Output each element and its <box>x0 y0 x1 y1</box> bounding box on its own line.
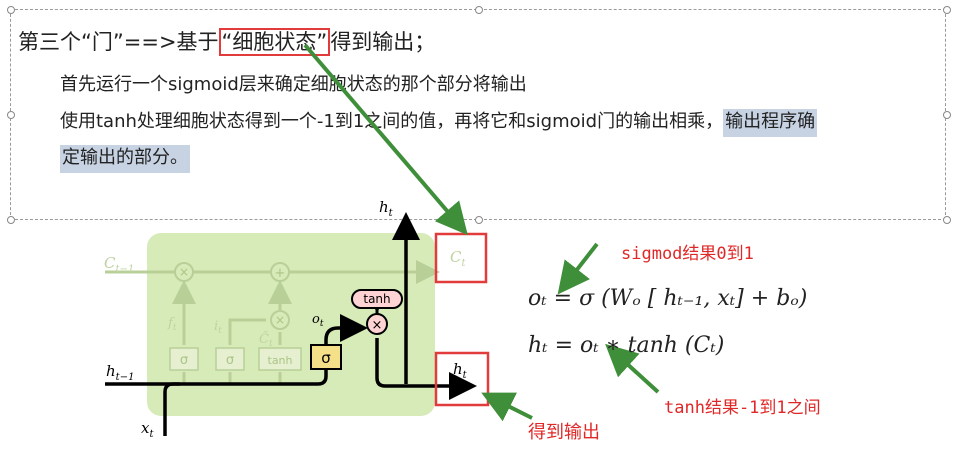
bullet-1: 首先运行一个sigmoid层来确定细胞状态的那个部分将输出 <box>60 74 527 95</box>
multiply-symbol: × <box>372 318 383 333</box>
label-ot: ot <box>312 312 324 329</box>
arrow-output-note <box>481 392 533 422</box>
output-gate-box <box>310 344 342 370</box>
arrow-sigmoid-note <box>557 242 599 295</box>
forget-gate-box <box>169 347 199 371</box>
arrow-tanh-note <box>605 343 660 394</box>
heading-pre: 第三个“门”==>基于 <box>18 30 219 54</box>
resize-handle-top-right[interactable] <box>943 6 951 14</box>
input-multiply-node <box>270 310 290 330</box>
heading-post: 得到输出； <box>330 30 436 54</box>
tanh-pill-label: tanh <box>363 292 390 306</box>
resize-handle-mid-left[interactable] <box>7 111 15 119</box>
bullet-2: 使用tanh处理细胞状态得到一个-1到1之间的值，再将它和sigmoid门的输出… <box>60 107 818 137</box>
bullet-2-plain: 使用tanh处理细胞状态得到一个-1到1之间的值，再将它和sigmoid门的输出… <box>60 111 724 132</box>
arrow-heading-to-ct <box>303 43 468 236</box>
equation-ht: hₜ = oₜ ∗ tanh (Cₜ) <box>528 333 725 358</box>
bullet-3-selected[interactable]: 定输出的部分。 <box>60 145 190 173</box>
output-path <box>163 314 368 436</box>
multiply-faded-1: × <box>179 265 189 279</box>
bullet-2-selected[interactable]: 输出程序确 <box>723 109 818 137</box>
label-ct: Ct <box>450 248 466 269</box>
label-xt: xt <box>141 419 154 440</box>
output-note: 得到输出 <box>528 422 600 443</box>
label-ctilde: C̃t <box>259 331 273 349</box>
label-ct-prev: Ct−1 <box>104 254 134 275</box>
label-ft: ft <box>167 316 177 333</box>
plus-faded: + <box>275 266 286 281</box>
equation-ot: oₜ = σ (Wₒ [ hₜ₋₁, xₜ] + bₒ) <box>528 286 808 311</box>
tanh-faded: tanh <box>268 354 293 367</box>
ht-highlight-box <box>434 351 490 407</box>
resize-handle-mid-right[interactable] <box>943 111 951 119</box>
multiply-faded-2: × <box>275 313 285 327</box>
input-gate-box <box>215 347 245 371</box>
bullet-3: 定输出的部分。 <box>60 143 190 173</box>
sigmoid-note: sigmod结果0到1 <box>621 244 754 264</box>
resize-handle-top-mid[interactable] <box>475 6 483 14</box>
label-it: it <box>214 319 222 336</box>
resize-handle-top-left[interactable] <box>7 6 15 14</box>
candidate-tanh-box <box>258 347 302 371</box>
label-ht-prev: ht−1 <box>106 362 134 383</box>
label-ht-top: ht <box>379 198 394 219</box>
resize-handle-bottom-left[interactable] <box>7 216 15 224</box>
resize-handle-bottom-right[interactable] <box>943 216 951 224</box>
sigma-faded-2: σ <box>226 353 234 368</box>
resize-handle-bottom-mid[interactable] <box>475 216 483 224</box>
slide-heading: 第三个“门”==>基于“细胞状态”得到输出； <box>18 26 435 56</box>
tanh-note: tanh结果-1到1之间 <box>664 398 821 418</box>
lstm-cell-background <box>147 233 435 416</box>
label-ht-right: ht <box>453 360 468 381</box>
sigma-label: σ <box>321 349 331 367</box>
sigma-faded-1: σ <box>180 353 188 368</box>
